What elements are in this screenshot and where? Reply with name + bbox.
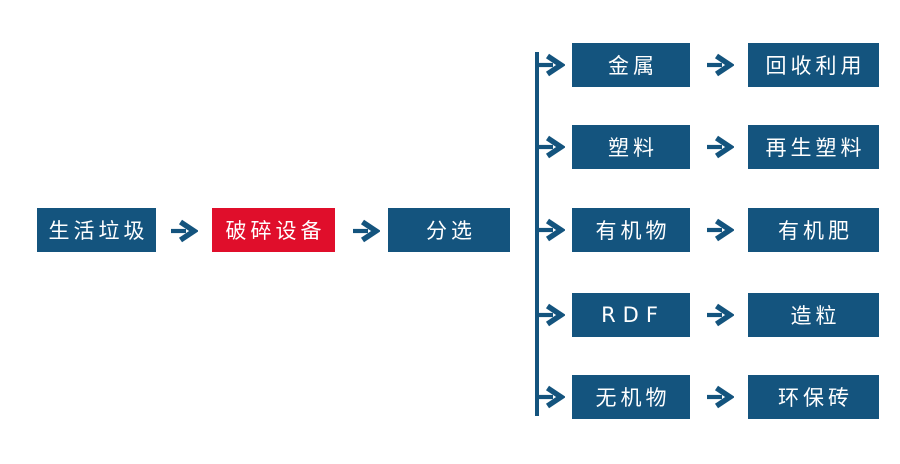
branch-trunk-line [535, 52, 539, 416]
arrow-right-icon [538, 53, 565, 77]
node-crushing-equipment: 破碎设备 [212, 208, 335, 252]
node-metal: 金属 [572, 43, 690, 87]
arrow-right-icon [707, 135, 734, 159]
arrow-right-icon [707, 303, 734, 327]
arrow-right-icon [538, 303, 565, 327]
arrow-right-icon [707, 385, 734, 409]
node-organic-matter: 有机物 [572, 208, 690, 252]
node-recycling: 回收利用 [748, 43, 879, 87]
node-recycled-plastic: 再生塑料 [748, 125, 879, 169]
node-plastic: 塑料 [572, 125, 690, 169]
node-rdf: RDF [572, 293, 690, 337]
node-eco-brick: 环保砖 [748, 375, 879, 419]
arrow-right-icon [538, 385, 565, 409]
arrow-right-icon [707, 218, 734, 242]
node-granulation: 造粒 [748, 293, 879, 337]
arrow-right-icon [171, 219, 198, 243]
node-sorting: 分选 [388, 208, 510, 252]
node-organic-fertilizer: 有机肥 [748, 208, 879, 252]
node-inorganic-matter: 无机物 [572, 375, 690, 419]
arrow-right-icon [353, 219, 380, 243]
arrow-right-icon [707, 53, 734, 77]
arrow-right-icon [538, 218, 565, 242]
arrow-right-icon [538, 135, 565, 159]
node-household-waste: 生活垃圾 [37, 208, 156, 252]
